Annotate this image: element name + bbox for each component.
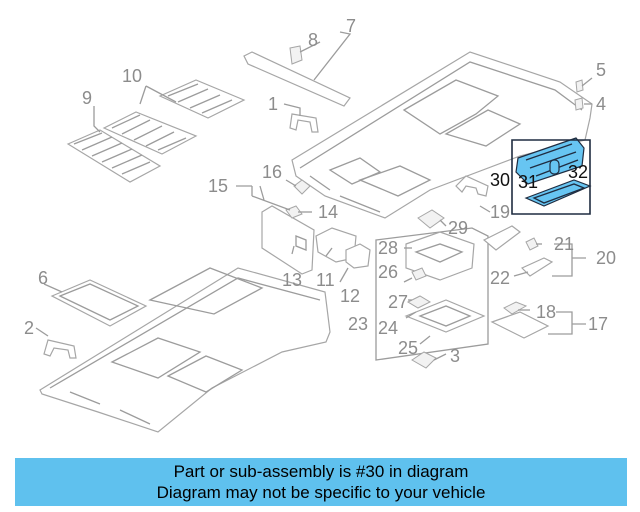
grab-handle-2 bbox=[43, 339, 77, 359]
part-12 bbox=[345, 243, 371, 269]
banner-line-2: Diagram may not be specific to your vehi… bbox=[156, 483, 486, 502]
callout-17: 17 bbox=[588, 314, 608, 334]
callout-9: 9 bbox=[82, 88, 92, 108]
right-side-parts bbox=[482, 225, 554, 339]
upper-headliner bbox=[291, 51, 593, 219]
callout-16: 16 bbox=[262, 162, 282, 182]
callout-26: 26 bbox=[378, 262, 398, 282]
callout-6: 6 bbox=[38, 268, 48, 288]
lamp-29 bbox=[417, 209, 445, 229]
sunroof-panel bbox=[50, 279, 148, 327]
roof-rail bbox=[243, 45, 351, 107]
banner-line-1: Part or sub-assembly is #30 in diagram bbox=[173, 462, 469, 481]
callout-12: 12 bbox=[340, 286, 360, 306]
callout-20: 20 bbox=[596, 248, 616, 268]
callout-22: 22 bbox=[490, 268, 510, 288]
sun-visor bbox=[261, 205, 315, 275]
console-group-box bbox=[375, 227, 489, 361]
callout-29: 29 bbox=[448, 218, 468, 238]
highlighted-part-30 bbox=[511, 137, 592, 215]
callout-5: 5 bbox=[596, 60, 606, 80]
grab-handle-1 bbox=[289, 113, 319, 133]
clips bbox=[285, 79, 584, 219]
callout-3: 3 bbox=[450, 346, 460, 366]
callout-31: 31 bbox=[518, 172, 538, 192]
handle-19 bbox=[455, 175, 489, 197]
callout-27: 27 bbox=[388, 292, 408, 312]
callout-1: 1 bbox=[268, 94, 278, 114]
roof-panels bbox=[66, 79, 246, 183]
callout-13: 13 bbox=[282, 270, 302, 290]
callout-32: 32 bbox=[568, 162, 588, 182]
leader-lines bbox=[35, 31, 593, 361]
callout-18: 18 bbox=[536, 302, 556, 322]
callout-10: 10 bbox=[122, 66, 142, 86]
callout-7: 7 bbox=[346, 16, 356, 36]
callout-24: 24 bbox=[378, 318, 398, 338]
callout-19: 19 bbox=[490, 202, 510, 222]
callout-30: 30 bbox=[490, 170, 510, 190]
info-banner: Part or sub-assembly is #30 in diagram D… bbox=[15, 458, 627, 506]
callout-28: 28 bbox=[378, 238, 398, 258]
callout-2: 2 bbox=[24, 318, 34, 338]
callout-21: 21 bbox=[554, 234, 574, 254]
callout-numbers: 1 2 3 4 5 6 7 8 9 10 11 12 13 14 15 16 1… bbox=[24, 16, 616, 366]
callout-15: 15 bbox=[208, 176, 228, 196]
callout-11: 11 bbox=[316, 270, 335, 290]
part-3 bbox=[411, 351, 437, 369]
parts-diagram: 1 2 3 4 5 6 7 8 9 10 11 12 13 14 15 16 1… bbox=[24, 16, 616, 433]
callout-25: 25 bbox=[398, 338, 418, 358]
callout-8: 8 bbox=[308, 30, 318, 50]
lower-headliner bbox=[39, 267, 331, 433]
callout-4: 4 bbox=[596, 94, 606, 114]
callout-14: 14 bbox=[318, 202, 338, 222]
callout-23: 23 bbox=[348, 314, 368, 334]
